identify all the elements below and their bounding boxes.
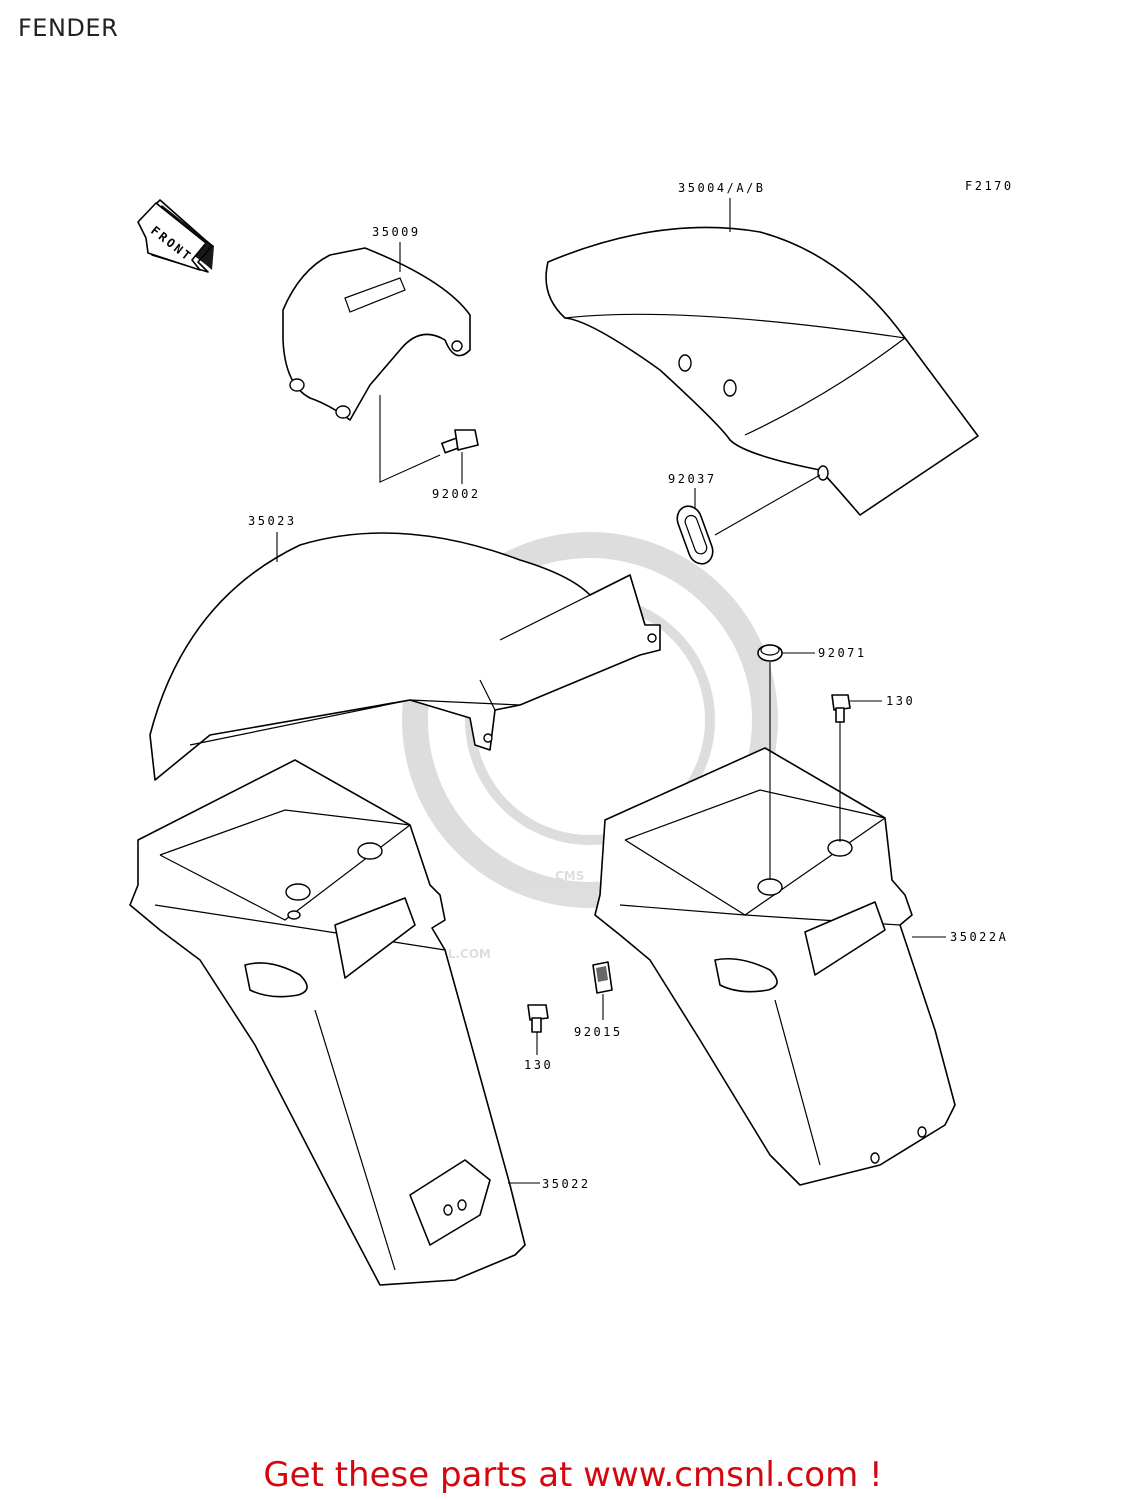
front-fender <box>545 226 979 516</box>
clip-92015 <box>592 961 613 994</box>
part-label-35022A: 35022A <box>950 930 1008 944</box>
part-label-92015: 92015 <box>574 1025 623 1039</box>
part-label-92002: 92002 <box>432 487 481 501</box>
bolt-130-upper <box>831 694 851 723</box>
inner-fender <box>149 532 661 781</box>
part-label-92037: 92037 <box>668 472 717 486</box>
watermark-logo-text: CMS <box>555 869 584 883</box>
grommet-92071 <box>757 644 783 662</box>
page-title: FENDER <box>18 14 119 42</box>
part-label-35009: 35009 <box>372 225 421 239</box>
part-label-35022: 35022 <box>542 1177 591 1191</box>
bolt-92002 <box>441 429 479 454</box>
part-label-130-upper: 130 <box>886 694 915 708</box>
part-label-92071: 92071 <box>818 646 867 660</box>
fender-cover <box>282 247 471 421</box>
part-label-35023: 35023 <box>248 514 297 528</box>
rear-fender-right <box>594 747 956 1186</box>
figure-code: F2170 <box>965 179 1014 193</box>
part-label-130-lower: 130 <box>524 1058 553 1072</box>
part-label-35004: 35004/A/B <box>678 181 766 195</box>
promo-banner[interactable]: Get these parts at www.cmsnl.com ! <box>0 1455 1146 1495</box>
promo-link[interactable]: Get these parts at www.cmsnl.com ! <box>263 1455 883 1495</box>
bolt-130-lower <box>527 1004 549 1033</box>
front-arrow-icon: FRONT <box>137 199 214 273</box>
clamp-92037 <box>676 505 714 565</box>
rear-fender-left <box>129 759 526 1286</box>
